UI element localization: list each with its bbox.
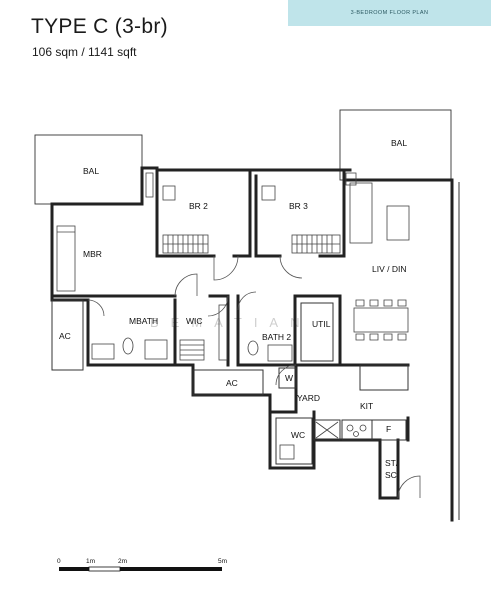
- kit-sink-counter: [313, 419, 341, 441]
- mbath-shower: [144, 339, 168, 360]
- door-bath2: [237, 291, 257, 311]
- wall-br2-br3: [232, 168, 252, 258]
- furniture: [56, 172, 410, 460]
- wc-outline: [275, 417, 313, 465]
- label-liv-din: LIV / DIN: [372, 264, 406, 274]
- thin-walls: [51, 182, 460, 520]
- label-wic: WIC: [186, 316, 203, 326]
- hob-ring-2: [359, 424, 367, 432]
- label-sc: SC: [385, 470, 397, 480]
- label-util: UTIL: [312, 319, 331, 329]
- kit-hob: [341, 419, 373, 441]
- label-bal-left: BAL: [83, 166, 99, 176]
- plan-area: 106 sqm / 1141 sqft: [32, 45, 137, 59]
- coffee-table: [386, 205, 410, 241]
- bath2-basin: [267, 344, 293, 362]
- br2-lamp: [162, 185, 176, 201]
- scale-seg-1: [59, 567, 89, 571]
- sofa: [349, 182, 373, 244]
- sink-cross: [315, 421, 339, 439]
- scale-seg-2: [88, 566, 121, 572]
- door-entry: [397, 475, 421, 499]
- wall-bath2-west: [236, 294, 298, 367]
- ac-left-outline: [51, 299, 84, 371]
- door-ac-left: [87, 299, 105, 317]
- dining-table: [353, 307, 409, 333]
- label-ac-left: AC: [59, 331, 71, 341]
- label-w: W: [285, 373, 293, 383]
- wall-br3-west: [254, 174, 282, 258]
- scale-label-0: 0: [57, 558, 61, 565]
- wc-basin: [279, 444, 295, 460]
- mbr-wardrobe: [56, 225, 76, 292]
- hob-ring-1: [346, 424, 354, 432]
- balcony-outlines: [34, 109, 452, 205]
- scale-label-5m: 5m: [218, 558, 227, 565]
- wall-kit-south: [312, 438, 400, 500]
- mbath-basin: [91, 343, 115, 360]
- scale-seg-3: [120, 567, 222, 571]
- util-outline: [300, 302, 334, 362]
- door-yard: [275, 364, 297, 386]
- watermark: BEMATIAN: [150, 315, 312, 330]
- mbath-wc: [122, 337, 134, 355]
- br2-wardrobe-hatch: [163, 235, 208, 253]
- scale-label-1m: 1m: [86, 558, 95, 565]
- label-f: F: [386, 424, 391, 434]
- room-labels: BAL BAL BR 2 BR 3 MBR LIV / DIN AC MBATH…: [59, 138, 407, 480]
- w-outline: [278, 367, 297, 389]
- bal-right-box: [345, 172, 357, 186]
- door-br2: [213, 255, 239, 281]
- plan-type-badge: 3-BEDROOM FLOOR PLAN: [288, 0, 491, 26]
- wall-util: [294, 294, 342, 367]
- label-br3: BR 3: [289, 201, 308, 211]
- wic-rack: [218, 304, 228, 361]
- door-wic: [207, 295, 229, 317]
- label-bath2: BATH 2: [262, 332, 291, 342]
- label-bal-right: BAL: [391, 138, 407, 148]
- plan-title: TYPE C (3-br): [31, 15, 168, 38]
- br3-lamp: [261, 185, 276, 201]
- dining-chairs: [355, 299, 407, 341]
- br3-wardrobe-hatch: [292, 235, 340, 253]
- ac-mid-outline: [192, 369, 264, 396]
- doors: [87, 255, 421, 499]
- label-mbath: MBATH: [129, 316, 158, 326]
- fridge-outline: [371, 419, 407, 441]
- watermark-text: BEMATIAN: [150, 315, 312, 330]
- label-br2: BR 2: [189, 201, 208, 211]
- label-kit: KIT: [360, 401, 373, 411]
- label-ac-mid: AC: [226, 378, 238, 388]
- label-yard: YARD: [297, 393, 320, 403]
- label-wc: WC: [291, 430, 305, 440]
- scale-label-2m: 2m: [118, 558, 127, 565]
- wall-br2-west: [140, 166, 216, 258]
- door-br3: [279, 255, 303, 279]
- hob-ring-3: [353, 431, 359, 437]
- label-st: ST/: [385, 458, 399, 468]
- wic-shelf-lines: [180, 344, 204, 356]
- wall-br3-east: [318, 168, 346, 258]
- label-mbr: MBR: [83, 249, 102, 259]
- door-mbr: [174, 273, 198, 297]
- scale-bar: 0 1m 2m 5m: [57, 558, 227, 572]
- bal-left-ledge: [145, 172, 154, 198]
- bath2-wc: [247, 340, 259, 356]
- kit-counter-top: [359, 364, 409, 391]
